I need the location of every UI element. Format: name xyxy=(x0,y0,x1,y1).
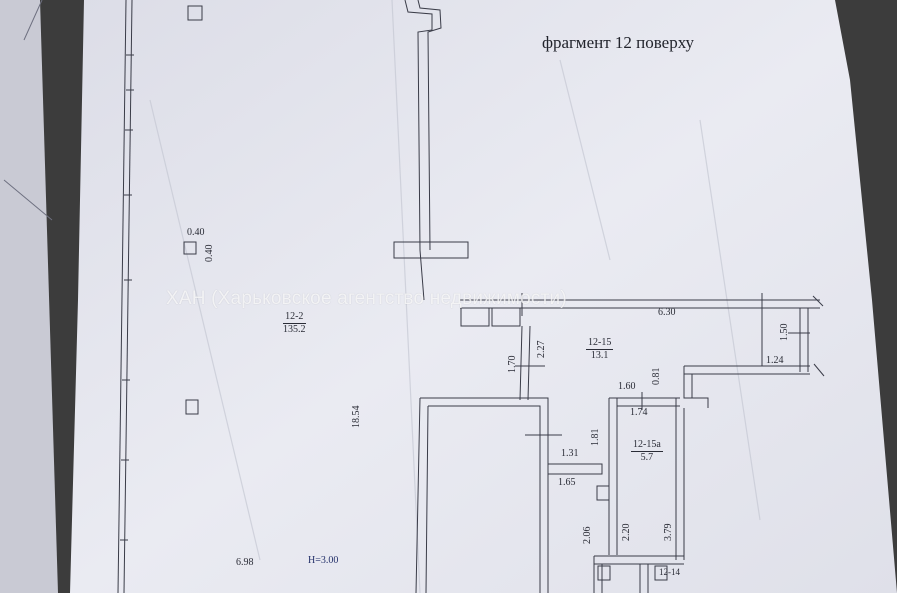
room-12-15a-label: 12-15а 5.7 xyxy=(631,440,663,463)
room-area: 5.7 xyxy=(640,452,654,463)
room-number: 12-15а xyxy=(631,439,663,452)
dim-toilet-depth: 2.06 xyxy=(582,526,593,545)
plan-title: фрагмент 12 поверху xyxy=(542,33,695,52)
dim-bath-depth: 2.20 xyxy=(621,523,632,542)
room-12-14-label: 12-14 xyxy=(659,567,680,577)
dim-corridor-length: 6.30 xyxy=(658,307,676,318)
dim-shaft-width: 0.81 xyxy=(651,367,662,386)
dim-column-width: 0.40 xyxy=(187,227,205,238)
dim-small-room-depth: 1.50 xyxy=(779,323,790,342)
dim-column-depth: 0.40 xyxy=(204,244,215,263)
dim-toilet-width: 1.65 xyxy=(558,477,576,488)
room-area: 135.2 xyxy=(283,324,306,335)
dim-wall-segment: 6.98 xyxy=(236,557,254,568)
dim-room-width: 1.74 xyxy=(630,407,648,418)
room-12-15-label: 12-15 13.1 xyxy=(586,337,614,361)
room-12-2-label: 12-2 135.2 xyxy=(283,312,306,335)
dim-doorway: 1.60 xyxy=(618,381,636,392)
room-number: 12-15 xyxy=(586,337,614,350)
dim-corridor-width: 2.27 xyxy=(536,340,547,359)
paper-sheet xyxy=(70,0,897,593)
dim-passage-depth: 1.81 xyxy=(590,428,601,447)
room-number: 12-2 xyxy=(283,312,306,324)
paper-flap-left xyxy=(0,0,58,593)
dim-small-room-width: 1.24 xyxy=(766,355,784,366)
dim-room-depth: 3.79 xyxy=(663,523,674,542)
dim-passage-width: 1.31 xyxy=(561,448,579,459)
dim-hall-length: 18.54 xyxy=(351,405,362,429)
watermark: ХАН (Харьковское агентство недвижимости) xyxy=(166,288,567,309)
dim-wall-length: 1.70 xyxy=(507,355,518,374)
room-area: 13.1 xyxy=(590,350,609,361)
ceiling-height: H=3.00 xyxy=(308,555,339,566)
